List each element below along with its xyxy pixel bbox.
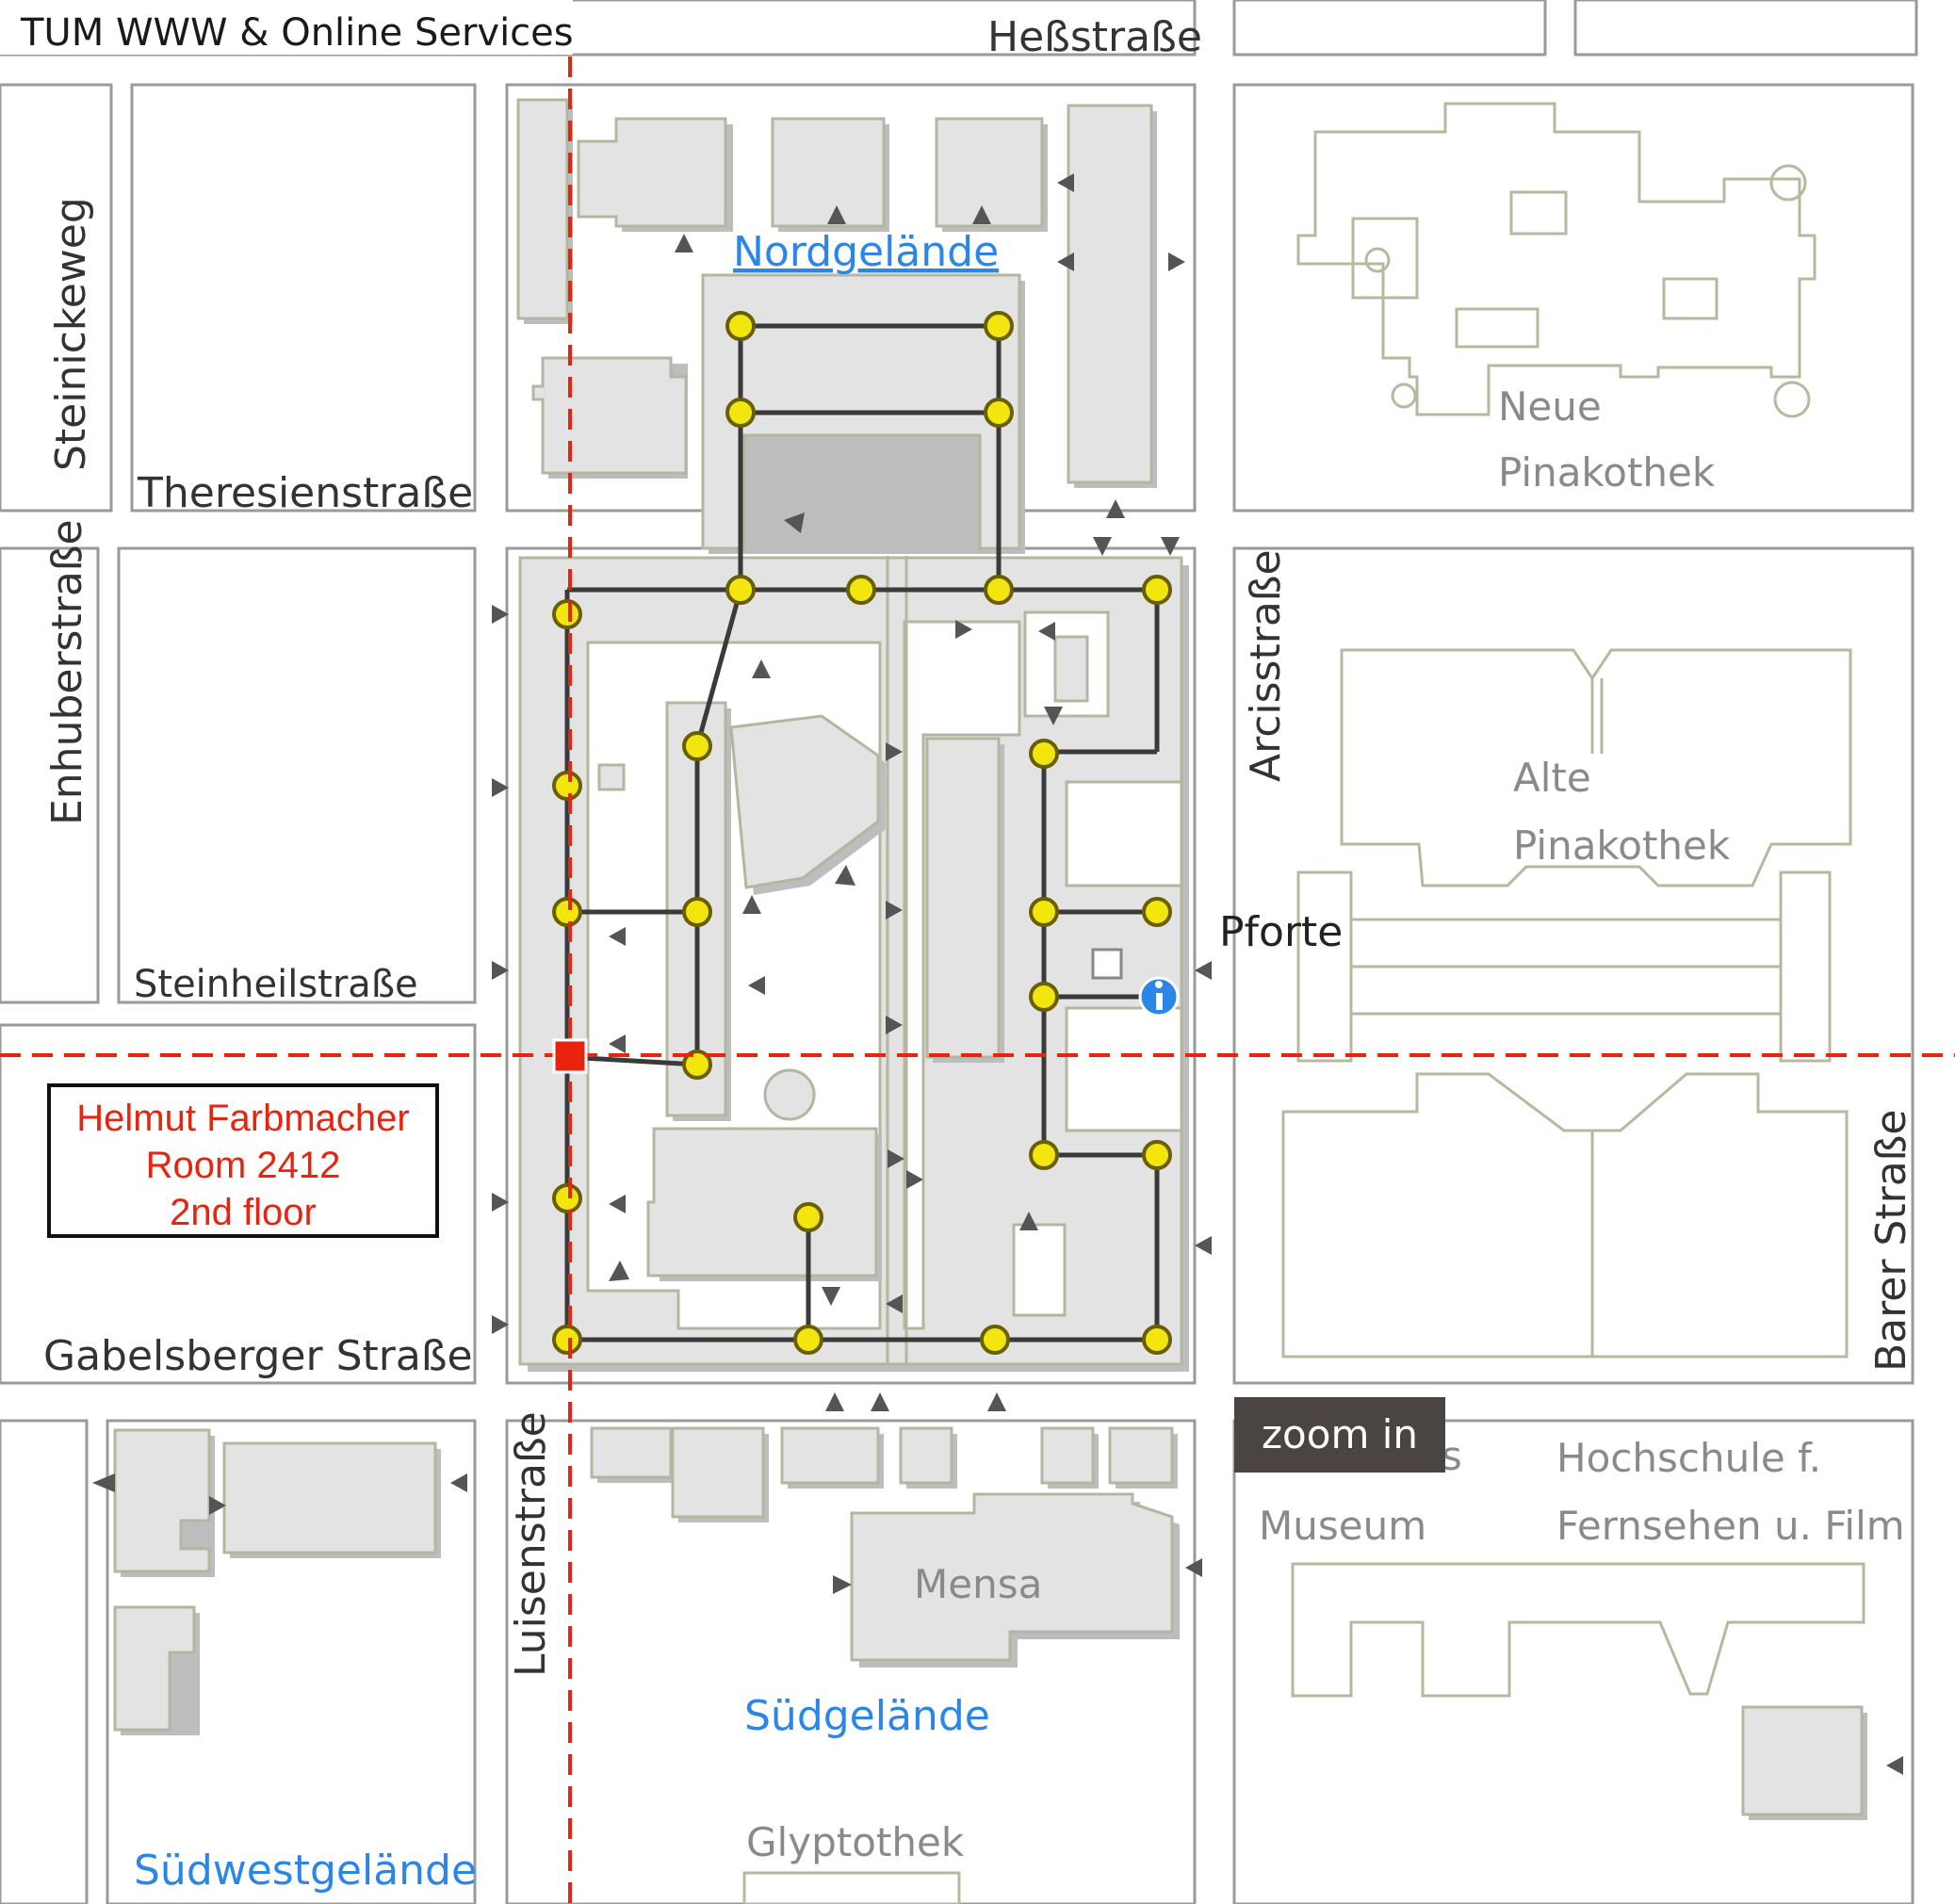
landmark-hff-line2: Fernsehen u. Film (1556, 1503, 1905, 1549)
street-barer: Barer Straße (1867, 1110, 1915, 1372)
route-nodes (552, 311, 1172, 1355)
landmark-museum-line2: Museum (1259, 1503, 1426, 1549)
street-arcisstrasse: Arcisstraße (1242, 549, 1290, 782)
area-suedwestgelaende[interactable]: Südwestgelände (134, 1847, 477, 1895)
info-icon[interactable] (1138, 976, 1180, 1017)
location-crosshair (0, 57, 1955, 1904)
street-steinickeweg: Steinickeweg (47, 197, 95, 471)
area-suedgelaende[interactable]: Südgelände (744, 1692, 990, 1740)
entrance-arrows (92, 173, 1903, 1775)
landmark-mensa: Mensa (914, 1561, 1042, 1607)
landmark-alte-line1: Alte (1513, 755, 1591, 801)
street-hessstrasse: Heßstraße (987, 13, 1202, 61)
landmark-neue-line1: Neue (1498, 383, 1602, 430)
street-luisenstrasse: Luisenstraße (507, 1411, 555, 1677)
street-theresienstrasse: Theresienstraße (137, 469, 473, 517)
target-marker-icon (552, 1038, 588, 1074)
landmark-hff-line1: Hochschule f. (1556, 1435, 1821, 1481)
area-nordgelaende[interactable]: Nordgelände (733, 228, 999, 276)
landmark-pforte: Pforte (1219, 908, 1343, 956)
zoom-in-button[interactable]: zoom in (1234, 1397, 1445, 1473)
landmark-alte-line2: Pinakothek (1513, 822, 1731, 869)
header-title: TUM WWW & Online Services (20, 11, 574, 55)
location-floor: 2nd floor (170, 1192, 317, 1233)
landmark-glyptothek: Glyptothek (746, 1819, 965, 1865)
street-gabelsberger: Gabelsberger Straße (43, 1332, 473, 1380)
location-label: Helmut Farbmacher Room 2412 2nd floor (47, 1083, 439, 1238)
street-enhuberstrasse: Enhuberstraße (43, 519, 91, 825)
landmark-neue-line2: Pinakothek (1498, 449, 1716, 496)
location-room: Room 2412 (145, 1145, 341, 1186)
street-steinheilstrasse: Steinheilstraße (134, 963, 418, 1006)
location-person-name: Helmut Farbmacher (76, 1098, 410, 1139)
museum-outlines (742, 102, 1865, 1904)
